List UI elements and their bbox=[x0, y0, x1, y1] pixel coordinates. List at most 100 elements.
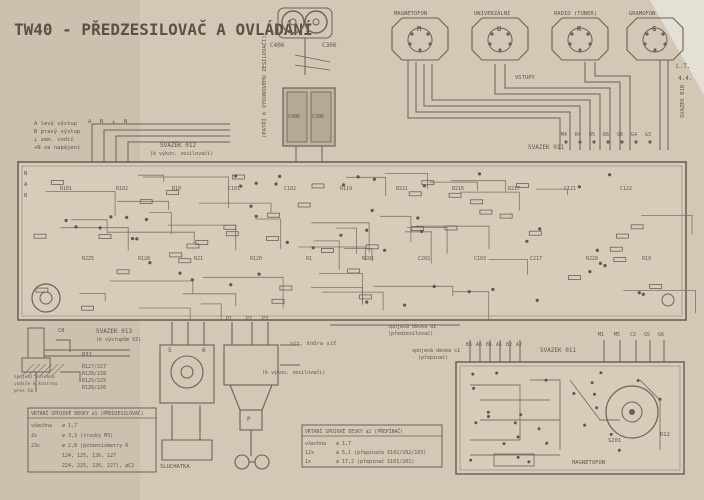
switch-pad bbox=[471, 372, 475, 376]
resistor bbox=[279, 285, 293, 291]
solder-pad bbox=[577, 185, 582, 189]
note-line-3: přes C8 bbox=[14, 387, 33, 394]
solder-pad bbox=[178, 271, 182, 275]
resistor bbox=[479, 209, 493, 215]
switch-pad bbox=[593, 392, 596, 396]
pin-dot bbox=[620, 140, 624, 144]
right-note-2: 4.4. bbox=[678, 75, 692, 82]
pcb-part-label: R19 bbox=[642, 256, 651, 262]
pin-label: R5 bbox=[589, 132, 595, 138]
table-text: 224, 225, 226, 227), ⌀C2 bbox=[62, 463, 134, 469]
solder-pad bbox=[477, 172, 482, 176]
resistor bbox=[225, 231, 239, 237]
swpin-a6: A6 bbox=[476, 342, 482, 348]
solder-pad bbox=[603, 264, 607, 268]
legend-item-gnd: ⊥ zem. vodič bbox=[34, 136, 74, 143]
solder-pad bbox=[383, 248, 387, 252]
pcb-part-label: R119 bbox=[340, 186, 352, 192]
connector-label: RADIO (TUNER) bbox=[554, 11, 597, 17]
table-count: všechna bbox=[305, 440, 326, 447]
solder-pad bbox=[356, 175, 360, 179]
resistor bbox=[311, 183, 325, 189]
table2-title: VRTÁNÍ SPOJOVÉ DESKY a2 (PŘEPÍNAČ) bbox=[305, 427, 403, 435]
pin-dot bbox=[634, 140, 638, 144]
resistor bbox=[33, 233, 47, 239]
switch-pad bbox=[469, 458, 473, 462]
solder-pad bbox=[239, 184, 243, 188]
resistor bbox=[186, 243, 200, 249]
legend-item-a: A levý výstup bbox=[34, 120, 77, 127]
cap-block-right: C306 bbox=[312, 114, 324, 120]
wire-label-n: N bbox=[124, 119, 127, 125]
resistor bbox=[616, 233, 629, 239]
folded-corner bbox=[650, 0, 704, 95]
mount-hole-left-inner bbox=[39, 291, 53, 305]
switch-pad bbox=[617, 448, 621, 452]
solder-pad bbox=[416, 216, 420, 220]
resistor bbox=[223, 224, 237, 230]
pin-label: G4 bbox=[631, 132, 637, 138]
resistor bbox=[50, 179, 64, 185]
switch-pad bbox=[519, 413, 523, 417]
cap-block-left: C406 bbox=[288, 114, 300, 120]
solder-pad bbox=[595, 248, 599, 252]
pin-dot bbox=[578, 140, 582, 144]
solder-pad bbox=[608, 173, 612, 177]
switch-note-5: spojená deska a1 bbox=[388, 323, 436, 330]
switch-pad bbox=[527, 460, 531, 464]
wire-label-a: A bbox=[88, 119, 92, 125]
resistor bbox=[169, 252, 183, 258]
part-r125: R125/225 bbox=[82, 378, 106, 384]
swpin-b1: B1 bbox=[486, 342, 492, 348]
connector-label: MAGNETOFON bbox=[394, 11, 427, 17]
pcb-part-label: C217 bbox=[530, 256, 542, 262]
bundle-012-sub: (k výkon. zesilovači) bbox=[150, 150, 213, 157]
resistor bbox=[411, 226, 424, 232]
switch-note-1: sít, šnůra síť bbox=[290, 340, 336, 347]
solder-pad bbox=[254, 214, 258, 218]
solder-pad bbox=[98, 226, 102, 230]
switch-pad bbox=[545, 441, 549, 445]
swpin-g6: G6 bbox=[658, 332, 664, 338]
switch-pad bbox=[516, 435, 520, 439]
solder-pad bbox=[278, 174, 282, 178]
switch-wires bbox=[280, 324, 460, 366]
switch-pad bbox=[487, 415, 490, 418]
pin-dot bbox=[592, 140, 596, 144]
switch-part-r12: R12 bbox=[660, 432, 670, 438]
resistor bbox=[320, 247, 334, 253]
switch-pad bbox=[544, 378, 548, 382]
control-pin-p2: P2 bbox=[246, 316, 252, 322]
solder-pad bbox=[588, 270, 592, 274]
solder-pad bbox=[74, 225, 78, 229]
swpin-m5: M5 bbox=[614, 332, 620, 338]
cap-block-note: (PATŘÍ K VÝKONOVÉMU ZESILOVAČI) bbox=[260, 35, 268, 138]
bundle-012-title: SVAZEK 012 bbox=[160, 142, 197, 149]
wire-label-gnd: ⊥ bbox=[112, 119, 116, 125]
bundle-012-wires bbox=[91, 123, 230, 165]
table1-title: VRTÁNÍ SPOJOVÉ DESKY a1 (PŘEDZESILOVAČ) bbox=[31, 409, 144, 417]
swpin-b2: B2 bbox=[506, 342, 512, 348]
solder-pad bbox=[144, 217, 148, 222]
switch-pad bbox=[599, 371, 603, 375]
switch-note-4: (přepínač) bbox=[418, 354, 448, 361]
connector-code: G bbox=[652, 25, 656, 33]
switch-pad bbox=[474, 421, 478, 425]
solder-pad bbox=[135, 237, 139, 241]
control-pin-p3: P3 bbox=[262, 316, 268, 322]
resistor bbox=[470, 199, 484, 205]
mount-hole-right bbox=[661, 293, 675, 307]
pcb-part-label: R225 bbox=[82, 256, 94, 262]
pcb-part-label: C103 bbox=[474, 256, 486, 262]
legend-item-n: +N ze napájení bbox=[34, 144, 80, 151]
table-text: ⌀ 3,3 (šrouby M3) bbox=[62, 432, 113, 439]
connector-wiring bbox=[407, 60, 669, 150]
pcb-part-label: R21 bbox=[194, 256, 203, 262]
resistor bbox=[271, 298, 285, 304]
pcb-part-label: R217 bbox=[508, 186, 520, 192]
switch-pad bbox=[609, 432, 613, 436]
solder-pad bbox=[64, 218, 68, 223]
wire-label-b: B bbox=[100, 119, 104, 125]
